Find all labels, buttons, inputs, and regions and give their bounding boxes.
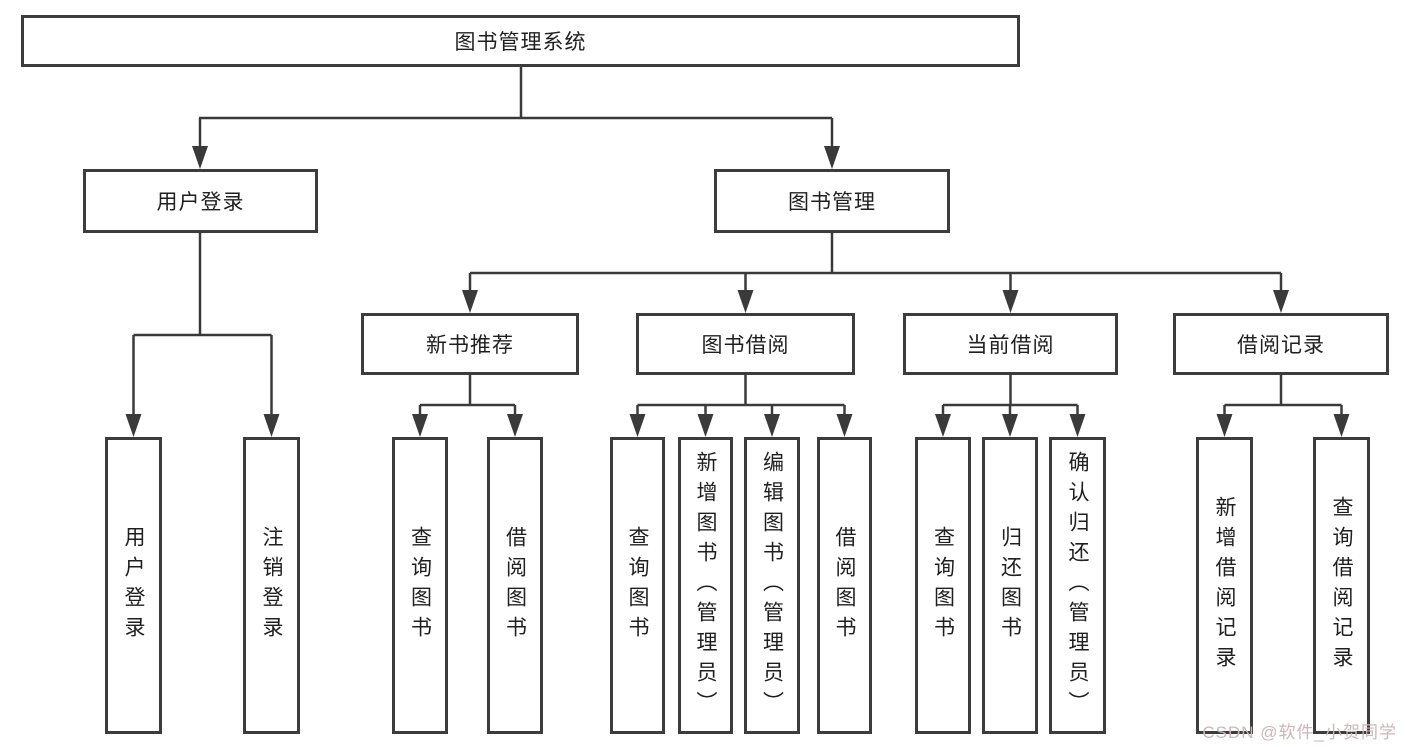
node-label: 编辑图书（管理员）: [760, 450, 784, 721]
node-library-management-system: 图书管理系统: [21, 15, 1020, 67]
node-book-borrowing: 图书借阅: [636, 313, 855, 375]
node-new-book-recommend: 新书推荐: [361, 313, 579, 375]
node-label: 新书推荐: [426, 334, 514, 357]
leaf-borrow-books-recommend: 借阅图书: [487, 437, 543, 734]
leaf-edit-book-admin: 编辑图书（管理员）: [744, 437, 800, 734]
node-label: 查询图书: [931, 525, 955, 646]
node-label: 用户登录: [122, 525, 145, 646]
leaf-query-books-current: 查询图书: [915, 437, 971, 734]
connector-current-to-leaves: [935, 375, 1086, 437]
connector-management-to-level3: [462, 233, 1289, 313]
node-label: 借阅图书: [503, 525, 527, 646]
node-label: 新增借阅记录: [1213, 495, 1236, 676]
leaf-query-borrow-record: 查询借阅记录: [1313, 437, 1370, 734]
node-label: 图书管理: [788, 191, 876, 214]
connector-root-to-level2: [192, 67, 840, 169]
node-label: 借阅图书: [833, 525, 856, 646]
leaf-add-borrow-record: 新增借阅记录: [1196, 437, 1253, 734]
node-label: 用户登录: [156, 191, 245, 214]
connector-records-to-leaves: [1216, 375, 1350, 437]
node-label: 新增图书（管理员）: [694, 450, 717, 721]
node-label: 查询借阅记录: [1330, 495, 1353, 676]
connector-newbook-to-leaves: [412, 375, 523, 437]
node-label: 查询图书: [626, 525, 649, 646]
node-label: 注销登录: [260, 525, 283, 646]
leaf-query-books-borrow: 查询图书: [610, 437, 665, 734]
leaf-confirm-return-admin: 确认归还（管理员）: [1049, 437, 1106, 734]
leaf-query-books-recommend: 查询图书: [392, 437, 448, 734]
node-label: 确认归还（管理员）: [1066, 450, 1089, 721]
node-label: 查询图书: [408, 525, 432, 646]
leaf-borrow-books: 借阅图书: [817, 437, 872, 734]
watermark: CSDN @软件_小贺同学: [1202, 723, 1397, 742]
node-current-borrowing: 当前借阅: [903, 313, 1118, 375]
connector-login-to-leaves: [125, 233, 280, 437]
node-label: 图书管理系统: [454, 31, 587, 54]
node-label: 当前借阅: [966, 334, 1055, 357]
leaf-user-login: 用户登录: [105, 437, 162, 734]
leaf-logout: 注销登录: [243, 437, 300, 734]
node-label: 图书借阅: [701, 334, 790, 357]
node-book-management: 图书管理: [714, 169, 950, 233]
connector-borrow-to-leaves: [629, 375, 853, 437]
node-label: 归还图书: [998, 525, 1022, 646]
node-label: 借阅记录: [1237, 334, 1325, 357]
node-user-login: 用户登录: [83, 169, 318, 233]
leaf-add-book-admin: 新增图书（管理员）: [678, 437, 733, 734]
node-borrowing-records: 借阅记录: [1173, 313, 1389, 375]
leaf-return-book: 归还图书: [982, 437, 1038, 734]
